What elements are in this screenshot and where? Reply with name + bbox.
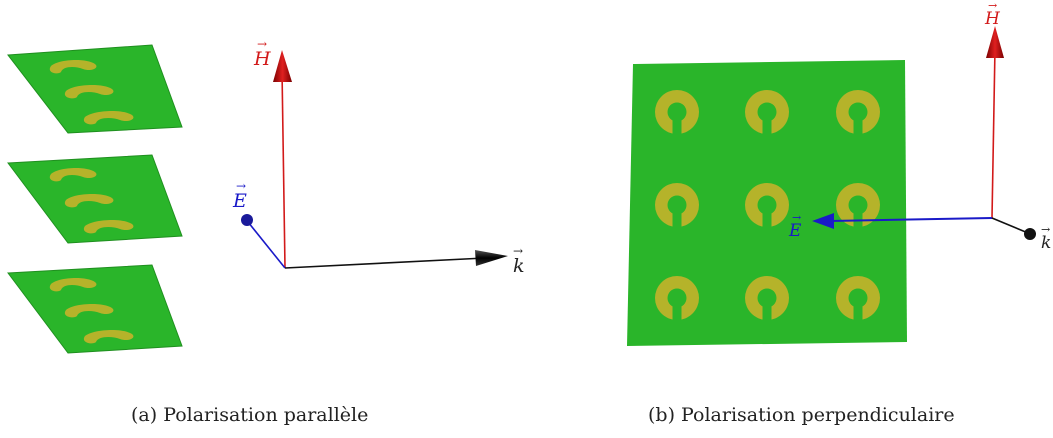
split-ring-resonator [836,276,880,322]
e-arrowhead [812,213,834,229]
h-label-arrow: → [257,37,267,51]
split-ring-resonator [655,276,699,322]
caption-a: (a) Polarisation parallèle [131,404,369,426]
k-label: k [1041,233,1051,253]
split-ring-resonator [836,183,880,229]
e-vector [247,221,286,269]
ring-resonator [49,278,97,292]
ring-resonator [83,220,134,234]
axis-triad-b [812,26,1036,240]
e-label: E [788,221,802,241]
k-vector [991,217,1029,234]
e-vector [829,217,993,222]
ring-grid [655,90,880,322]
ring-resonator [83,330,134,344]
split-ring-resonator [745,183,789,229]
panel-a: H → E → k → [7,37,525,354]
h-arrowhead [273,50,292,82]
split-ring-resonator [836,90,880,136]
split-ring-resonator [655,90,699,136]
h-arrowhead [986,26,1004,58]
h-label-arrow: → [988,0,997,12]
k-label-arrow: → [1041,223,1050,236]
axis-triad-a [241,50,508,269]
ring-resonator [64,85,114,99]
e-vector-tip [241,214,253,226]
plate-stack [7,44,183,354]
e-label-arrow: → [792,211,801,224]
k-vector [284,257,486,269]
h-label: H [253,48,271,70]
plate [7,44,183,134]
e-label-arrow: → [236,179,246,193]
split-ring-resonator [655,183,699,229]
split-ring-resonator [745,90,789,136]
ring-resonator [83,111,134,125]
ring-resonator [64,304,114,318]
k-label: k [513,255,525,277]
ring-resonator [64,194,114,208]
panel-b: H → E → k → [627,0,1051,346]
caption-b: (b) Polarisation perpendiculaire [648,404,955,426]
h-vector [281,69,286,269]
k-arrowhead [475,250,508,266]
plate [7,264,183,354]
h-label: H [984,9,1001,29]
k-vector-tip [1024,228,1036,240]
plate [7,154,183,244]
ring-resonator [49,60,97,74]
split-ring-resonator [745,276,789,322]
ring-resonator [49,168,97,182]
k-label-arrow: → [513,244,523,258]
e-label: E [232,190,247,212]
h-vector [991,47,996,219]
